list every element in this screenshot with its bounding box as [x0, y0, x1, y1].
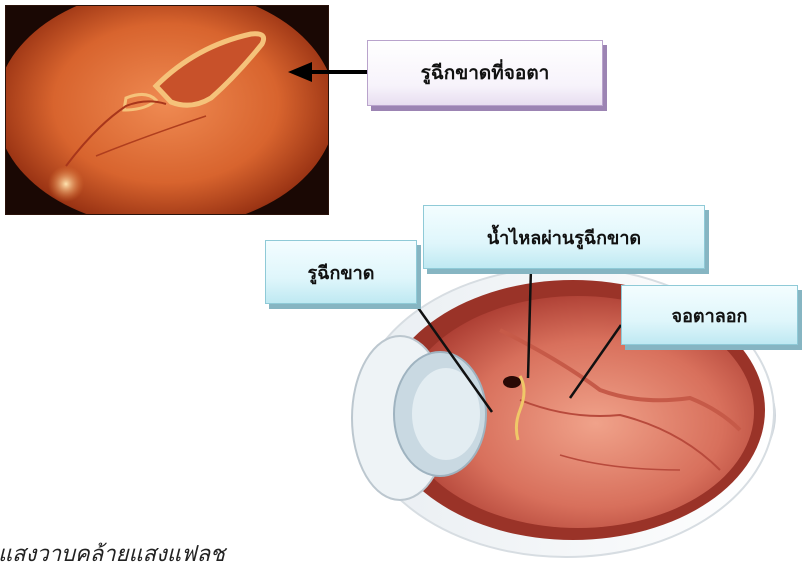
callout-tear-text: รูฉีกขาด [308, 258, 375, 287]
callout-retinal-detachment-text: จอตาลอก [672, 301, 748, 330]
callout-fluid-through-tear: น้ำไหลผ่านรูฉีกขาด [423, 205, 705, 269]
arrow-left-icon [288, 62, 312, 82]
callout-retinal-tear-photo: รูฉีกขาดที่จอตา [367, 40, 603, 106]
callout-tear: รูฉีกขาด [265, 240, 417, 304]
callout-fluid-through-tear-text: น้ำไหลผ่านรูฉีกขาด [487, 223, 641, 252]
callout-retinal-tear-photo-text: รูฉีกขาดที่จอตา [421, 58, 550, 88]
caption-text: แสงวาบคล้ายแสงแฟลช [0, 536, 225, 571]
callout-retinal-detachment: จอตาลอก [621, 285, 798, 345]
